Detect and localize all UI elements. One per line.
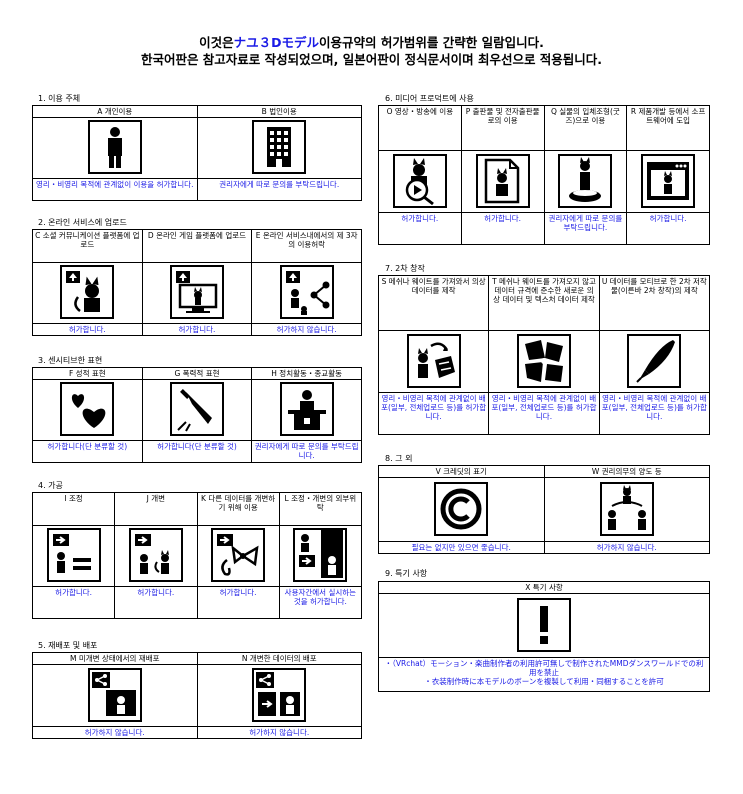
section-2-table: C 소셜 커뮤니케이션 플랫폼에 업로드 D 온라인 게임 플랫폼에 업로드 E… bbox=[32, 229, 362, 336]
section-3-table: F 성적 표현 G 폭력적 표현 H 정치활동・종교활동 허가합니다(단 분류할… bbox=[32, 367, 362, 463]
distribute-modified-icon bbox=[252, 667, 307, 722]
section-8-table: V 크레딧의 표기 W 권리의무의 양도 등 필요는 없지만 있으면 좋습니다.… bbox=[378, 465, 710, 554]
col-w-header: W 권리의무의 양도 등 bbox=[543, 465, 710, 478]
section-5-label: 5. 재배포 및 배포 bbox=[38, 641, 98, 650]
col-f-note: 허가합니다(단 분류할 것) bbox=[32, 440, 143, 463]
col-l-note: 사용자간에서 실시하는 것을 허가합니다. bbox=[278, 586, 363, 619]
section-8-label: 8. 그 외 bbox=[385, 454, 413, 463]
section-4-label: 4. 가공 bbox=[38, 481, 63, 490]
share-users-icon bbox=[279, 265, 334, 319]
col-n-header: N 개변한 데이터의 배포 bbox=[196, 652, 362, 665]
col-i-note: 허가합니다. bbox=[31, 586, 116, 619]
section-9-table: X 특기 사항 ・（VRchat）モーション・楽曲制作者の利用許可無しで制作され… bbox=[378, 581, 710, 692]
col-h-header: H 정치활동・종교활동 bbox=[251, 367, 362, 380]
col-r-note: 허가합니다. bbox=[626, 212, 710, 245]
col-q-note: 권리자에게 따로 문의를 부탁드립니다. bbox=[543, 212, 628, 245]
col-e-note: 허가하지 않습니다. bbox=[251, 323, 362, 336]
col-t-header: T 메쉬나 웨이트를 가져오지 않고 데이터 규격에 준수한 새로운 의상 데이… bbox=[488, 275, 600, 331]
col-b-note: 권리자에게 따로 문의를 부탁드립니다. bbox=[196, 178, 362, 201]
section-6-label: 6. 미디어 프로덕트에 사용 bbox=[385, 94, 474, 103]
col-r-header: R 제품개발 등에서 소프트웨어에 도입 bbox=[626, 105, 710, 151]
col-u-note: 영리・비영리 목적에 관계없이 배포(일부, 전체업로드 등)를 허가합니다. bbox=[598, 392, 711, 435]
col-b-header: B 법인이용 bbox=[196, 105, 362, 118]
section-4-table: I 조정 J 개변 K 다른 데이터를 개변하기 위해 이용 L 조정・개변의 … bbox=[31, 492, 363, 619]
col-f-header: F 성적 표현 bbox=[32, 367, 143, 380]
col-v-note: 필요는 없지만 있으면 좋습니다. bbox=[378, 541, 545, 554]
section-2-label: 2. 온라인 서비스에 업로드 bbox=[38, 218, 127, 227]
section-7-label: 7. 2차 창작 bbox=[385, 264, 425, 273]
hearts-icon bbox=[60, 382, 115, 436]
model-name: ナユ３Dモデル bbox=[233, 35, 320, 50]
col-i-header: I 조정 bbox=[31, 492, 116, 526]
col-g-note: 허가합니다(단 분류할 것) bbox=[141, 440, 253, 463]
page-title: 이것은ナユ３Dモデル이용규약의 허가범위를 간략한 일람입니다. 한국어판은 참… bbox=[0, 34, 743, 68]
exclamation-icon bbox=[517, 597, 571, 652]
section-7-table: S 메쉬나 웨이트를 가져와서 의상 데이터를 제작 T 메쉬나 웨이트를 가져… bbox=[377, 275, 711, 435]
upload-avatar-icon bbox=[60, 265, 115, 319]
special-note-1: ・（VRchat）モーション・楽曲制作者の利用許可無しで制作されたMMDダンスワ… bbox=[384, 659, 704, 677]
special-note-2: ・衣装制作時に本モデルのボーンを複製して利用・同梱することを許可 bbox=[424, 677, 664, 686]
col-k-note: 허가합니다. bbox=[196, 586, 280, 619]
col-h-note: 권리자에게 따로 문의를 부탁드립니다. bbox=[251, 440, 362, 463]
copyright-icon bbox=[434, 481, 489, 536]
publication-icon bbox=[475, 153, 530, 208]
col-u-header: U 데이터를 모티브로 한 2차 저작물(이른바 2차 창작)의 제작 bbox=[598, 275, 711, 331]
col-j-note: 허가합니다. bbox=[114, 586, 198, 619]
col-a-header: A 개인이용 bbox=[32, 105, 198, 118]
col-c-note: 허가합니다. bbox=[32, 323, 143, 336]
section-5-table: M 미개변 상태에서의 재배포 N 개변한 데이터의 배포 허가하지 않습니다.… bbox=[32, 652, 362, 739]
section-1-table: A 개인이용 B 법인이용 영리・비영리 목적에 관계없이 이용을 허가합니다.… bbox=[32, 105, 362, 201]
col-s-header: S 메쉬나 웨이트를 가져와서 의상 데이터를 제작 bbox=[377, 275, 490, 331]
col-e-header: E 온라인 서비스내에서의 제 3자의 이용허락 bbox=[251, 229, 362, 263]
col-w-note: 허가하지 않습니다. bbox=[543, 541, 710, 554]
col-t-note: 영리・비영리 목적에 관계없이 배포(일부, 전체업로드 등)를 허가합니다. bbox=[488, 392, 600, 435]
mesh-icon bbox=[406, 333, 461, 388]
ribbon-icon bbox=[211, 528, 266, 582]
section-1-label: 1. 이용 주체 bbox=[38, 94, 81, 103]
col-l-header: L 조정・개변의 외부위탁 bbox=[278, 492, 363, 526]
col-m-note: 허가하지 않습니다. bbox=[32, 726, 198, 739]
col-q-header: Q 실물의 입체조형(굿즈)으로 이용 bbox=[543, 105, 628, 151]
col-n-note: 허가하지 않습니다. bbox=[196, 726, 362, 739]
section-3-label: 3. 센시티브한 표현 bbox=[38, 356, 103, 365]
building-icon bbox=[252, 120, 307, 174]
software-icon bbox=[641, 153, 696, 208]
transfer-icon bbox=[599, 481, 654, 536]
col-o-header: O 영상・방송에 이용 bbox=[378, 105, 462, 151]
col-c-header: C 소셜 커뮤니케이션 플랫폼에 업로드 bbox=[32, 229, 143, 263]
col-x-header: X 특기 사항 bbox=[378, 581, 710, 594]
person-icon bbox=[87, 120, 142, 174]
col-s-note: 영리・비영리 목적에 관계없이 배포(일부, 전체업로드 등)를 허가합니다. bbox=[377, 392, 490, 435]
title-line-1: 이것은ナユ３Dモデル이용규약의 허가범위를 간략한 일람입니다. bbox=[199, 35, 544, 50]
modify-icon bbox=[128, 528, 183, 582]
figure-icon bbox=[558, 153, 613, 208]
podium-icon bbox=[279, 382, 334, 436]
col-p-header: P 출판물 및 전자출판물로의 이용 bbox=[460, 105, 545, 151]
outsource-icon bbox=[293, 528, 348, 582]
col-k-header: K 다른 데이터를 개변하기 위해 이용 bbox=[196, 492, 280, 526]
video-icon bbox=[392, 153, 447, 208]
redistribute-icon bbox=[87, 667, 142, 722]
col-g-header: G 폭력적 표현 bbox=[141, 367, 253, 380]
col-j-header: J 개변 bbox=[114, 492, 198, 526]
section-9-label: 9. 특기 사항 bbox=[385, 569, 428, 578]
pieces-icon bbox=[516, 333, 571, 388]
pen-icon bbox=[627, 333, 682, 388]
title-line-2: 한국어판은 참고자료로 작성되었으며, 일본어판이 정식문서이며 최우선으로 적… bbox=[140, 52, 603, 67]
adjust-icon bbox=[46, 528, 101, 582]
section-6-table: O 영상・방송에 이용 P 출판물 및 전자출판물로의 이용 Q 실물의 입체조… bbox=[378, 105, 710, 245]
col-p-note: 허가합니다. bbox=[460, 212, 545, 245]
col-o-note: 허가합니다. bbox=[378, 212, 462, 245]
upload-monitor-icon bbox=[169, 265, 224, 319]
col-a-note: 영리・비영리 목적에 관계없이 이용을 허가합니다. bbox=[32, 178, 198, 201]
col-d-header: D 온라인 게임 플랫폼에 업로드 bbox=[141, 229, 253, 263]
col-m-header: M 미개변 상태에서의 재배포 bbox=[32, 652, 198, 665]
col-d-note: 허가합니다. bbox=[141, 323, 253, 336]
col-v-header: V 크레딧의 표기 bbox=[378, 465, 545, 478]
knife-icon bbox=[169, 382, 224, 436]
